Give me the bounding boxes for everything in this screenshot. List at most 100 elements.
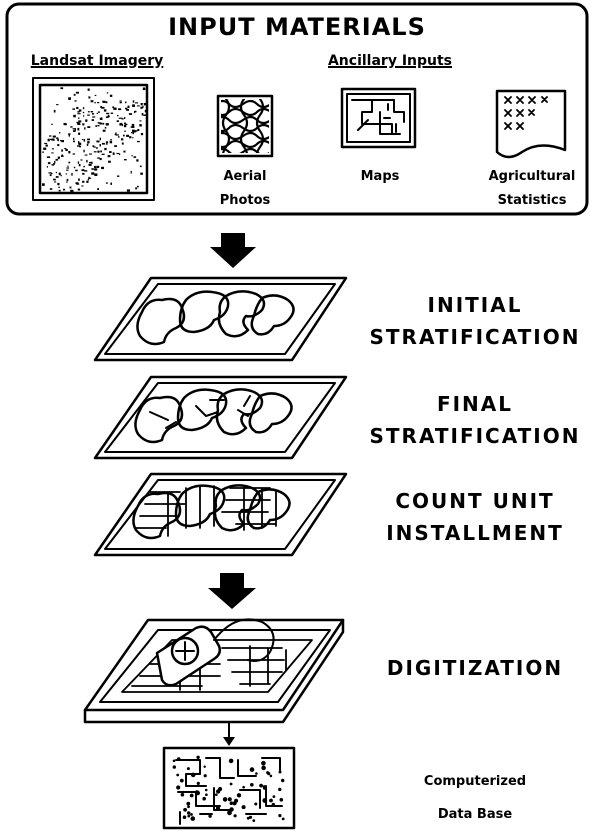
landsat-speck: [124, 123, 128, 125]
database-node: [229, 807, 234, 812]
landsat-speck: [92, 116, 96, 118]
landsat-speck: [140, 172, 143, 175]
database-node: [204, 788, 208, 792]
landsat-speck: [60, 174, 62, 177]
database-node: [281, 778, 285, 783]
landsat-speck: [53, 109, 56, 113]
landsat-speck: [119, 122, 122, 126]
landsat-speck: [121, 138, 124, 141]
ancillary-inputs-label: Ancillary Inputs: [327, 53, 453, 69]
landsat-speck: [124, 122, 126, 124]
landsat-speck: [139, 124, 142, 127]
final-stratification-line1: FINAL: [436, 392, 514, 416]
landsat-speck: [97, 150, 100, 153]
landsat-speck: [61, 149, 63, 152]
landsat-speck: [73, 114, 76, 118]
landsat-speck: [49, 188, 53, 190]
computerized-line: Computerized: [423, 774, 527, 789]
database-node: [182, 815, 187, 819]
landsat-speck: [100, 106, 103, 109]
landsat-speck: [135, 187, 138, 190]
landsat-speck: [93, 146, 96, 148]
landsat-speck: [44, 142, 48, 145]
initial-stratification-line2: STRATIFICATION: [369, 325, 581, 349]
landsat-speck: [99, 158, 102, 161]
landsat-speck: [57, 156, 60, 159]
agricultural-statistics-line2: Statistics: [497, 193, 567, 208]
landsat-speck: [55, 158, 58, 161]
landsat-speck: [101, 106, 105, 109]
landsat-speck: [78, 120, 82, 123]
database-node: [262, 798, 268, 803]
database-panel: [162, 746, 296, 830]
landsat-speck: [78, 142, 82, 146]
landsat-speck: [106, 92, 109, 94]
landsat-speck: [139, 120, 142, 122]
landsat-speck: [87, 141, 90, 143]
landsat-speck: [107, 155, 111, 158]
landsat-speck: [70, 126, 73, 128]
database-node: [190, 813, 193, 816]
landsat-speck: [105, 116, 109, 118]
landsat-speck: [82, 123, 85, 126]
landsat-speck: [54, 160, 56, 164]
database-node: [236, 793, 242, 798]
landsat-speck: [101, 142, 105, 145]
landsat-speck: [144, 103, 147, 106]
landsat-speck: [58, 186, 60, 188]
down-arrow-icon: [210, 233, 256, 268]
landsat-speck: [131, 125, 135, 128]
landsat-speck: [112, 152, 115, 155]
map-icon: [340, 87, 417, 149]
landsat-speck: [96, 112, 98, 114]
landsat-speck: [51, 123, 53, 125]
landsat-speck: [65, 123, 67, 126]
landsat-speck: [77, 145, 81, 147]
database-node: [227, 810, 232, 816]
landsat-speck: [110, 182, 112, 185]
landsat-speck: [105, 141, 109, 144]
landsat-speck: [60, 87, 64, 90]
landsat-speck: [48, 172, 52, 174]
landsat-speck: [68, 134, 70, 137]
landsat-speck: [78, 109, 82, 112]
landsat-speck: [139, 165, 142, 168]
landsat-speck: [102, 129, 106, 132]
landsat-speck: [110, 139, 112, 141]
landsat-speck: [89, 153, 92, 155]
landsat-speck: [131, 132, 133, 134]
landsat-speck: [101, 153, 105, 155]
landsat-speck: [100, 117, 103, 119]
landsat-speck: [99, 122, 103, 125]
landsat-speck: [81, 138, 84, 141]
landsat-speck: [97, 125, 100, 127]
landsat-speck: [82, 172, 85, 175]
landsat-speck: [86, 143, 89, 146]
landsat-speck: [82, 180, 85, 183]
agricultural-statistics-line1: Agricultural: [488, 169, 576, 184]
landsat-speck: [109, 94, 113, 97]
database-node: [190, 772, 196, 778]
landsat-speck: [87, 178, 89, 181]
landsat-speck: [142, 105, 144, 108]
landsat-speck: [87, 88, 90, 91]
landsat-speck: [75, 169, 78, 172]
database-node: [228, 758, 234, 764]
landsat-image-icon: [32, 77, 155, 201]
landsat-speck: [117, 115, 119, 117]
landsat-speck: [124, 130, 126, 132]
landsat-speck: [126, 189, 130, 192]
landsat-speck: [119, 100, 122, 102]
database-node: [278, 814, 282, 818]
landsat-speck: [88, 176, 90, 180]
landsat-speck: [132, 100, 135, 103]
landsat-speck: [104, 147, 107, 151]
landsat-speck: [72, 108, 75, 110]
landsat-speck: [77, 112, 79, 115]
landsat-imagery-label: Landsat Imagery: [30, 53, 164, 69]
landsat-speck: [91, 168, 94, 170]
landsat-speck: [63, 188, 66, 191]
landsat-speck: [96, 165, 100, 168]
landsat-speck: [97, 122, 101, 124]
